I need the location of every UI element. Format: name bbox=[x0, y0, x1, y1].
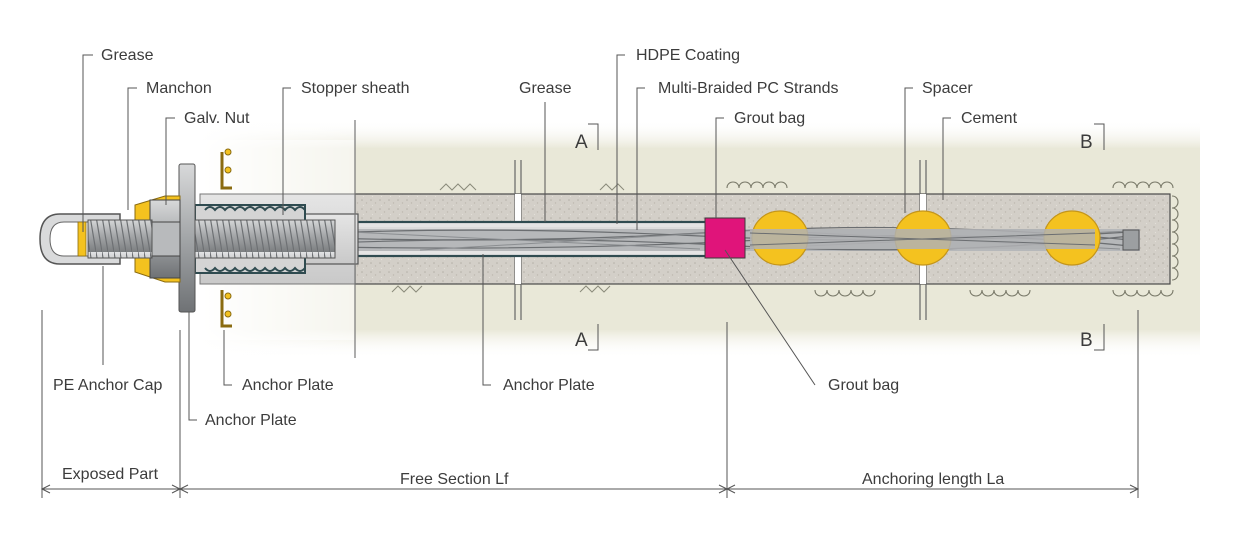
dimension-lines bbox=[40, 310, 1140, 498]
label-anchor-plate-1: Anchor Plate bbox=[242, 377, 334, 394]
strand-lines bbox=[749, 232, 1096, 246]
grout-bag bbox=[704, 217, 746, 259]
label-pe-anchor-cap: PE Anchor Cap bbox=[53, 377, 163, 394]
label-grout-bag-top: Grout bag bbox=[734, 110, 805, 127]
label-hdpe-coating: HDPE Coating bbox=[636, 47, 740, 64]
label-anchor-plate-3: Anchor Plate bbox=[503, 377, 595, 394]
dim-anchoring-length: Anchoring length La bbox=[862, 471, 1004, 488]
label-anchor-plate-2: Anchor Plate bbox=[205, 412, 297, 429]
label-section-a-bottom: A bbox=[575, 330, 588, 351]
label-galv-nut: Galv. Nut bbox=[184, 110, 250, 127]
strand-end-cap bbox=[1122, 229, 1140, 251]
label-section-a-top: A bbox=[575, 132, 588, 153]
leader-lines bbox=[82, 54, 951, 421]
rock-texture bbox=[726, 181, 1179, 297]
label-grease-mid: Grease bbox=[519, 80, 572, 97]
dim-exposed-part: Exposed Part bbox=[62, 466, 159, 483]
anchor-head bbox=[39, 120, 359, 358]
label-section-b-bottom: B bbox=[1080, 330, 1093, 351]
soil-hatch bbox=[391, 183, 625, 293]
label-manchon: Manchon bbox=[146, 80, 212, 97]
section-markers bbox=[588, 123, 1105, 351]
label-stopper-sheath: Stopper sheath bbox=[301, 80, 410, 97]
dim-free-section: Free Section Lf bbox=[400, 471, 509, 488]
label-grout-bag-bottom: Grout bag bbox=[828, 377, 899, 394]
label-section-b-top: B bbox=[1080, 132, 1093, 153]
label-cement: Cement bbox=[961, 110, 1018, 127]
label-spacer: Spacer bbox=[922, 80, 973, 97]
label-grease-top: Grease bbox=[101, 47, 154, 64]
label-multi-braided: Multi-Braided PC Strands bbox=[658, 80, 839, 97]
